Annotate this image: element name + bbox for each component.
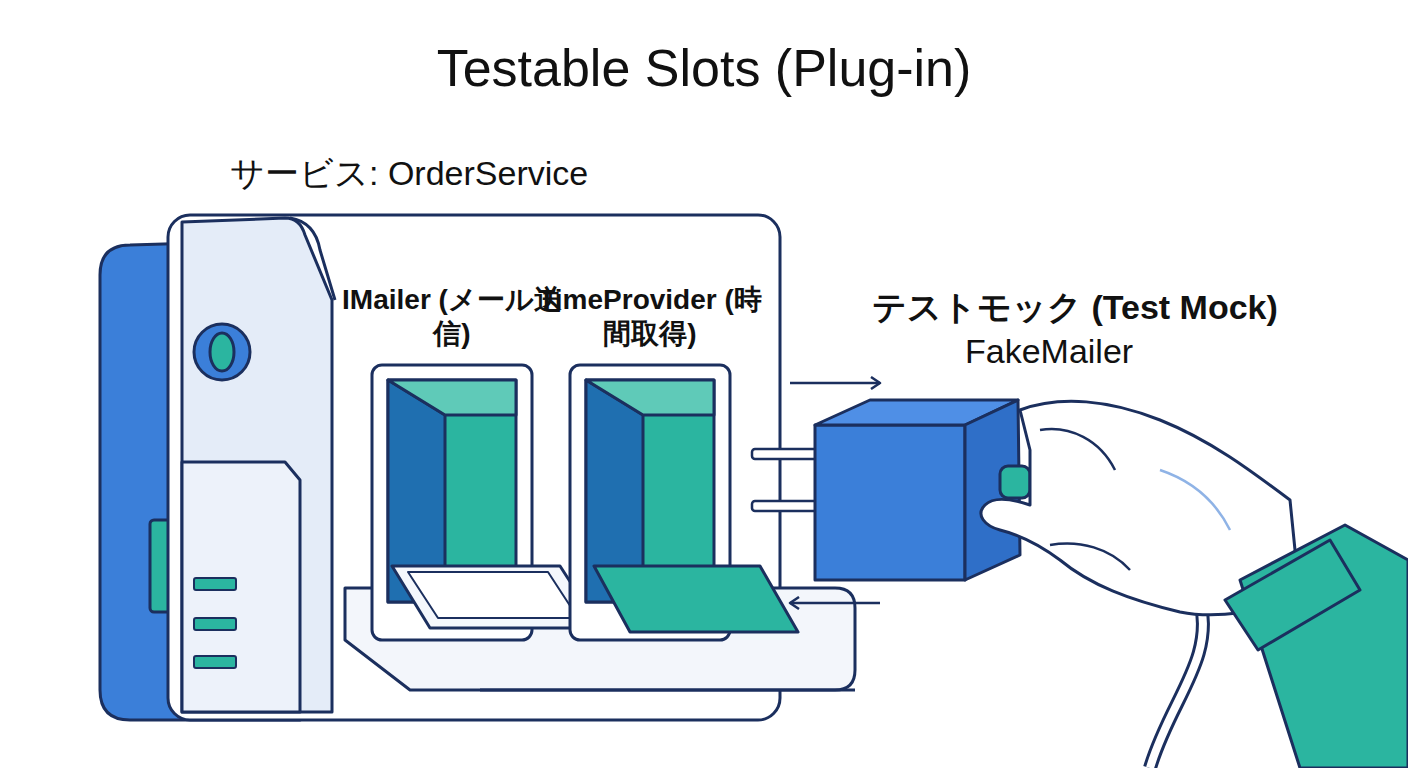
mock-name: FakeMailer [965, 331, 1133, 372]
slot-label: IMailer (メール送信) [340, 283, 564, 350]
base-line [480, 689, 855, 692]
vent-bar [194, 618, 236, 630]
plug-prong [752, 501, 818, 511]
hand-shade [1160, 470, 1230, 530]
flow-arrow [790, 602, 880, 605]
sleeve-cuff [1225, 540, 1360, 650]
slot-top [388, 380, 516, 415]
mock-heading: テストモック (Test Mock) [872, 287, 1278, 328]
slot-label: TimeProvider (時間取得) [528, 283, 772, 350]
lower-panel [182, 462, 300, 712]
device-button [194, 324, 250, 380]
panel-curve [290, 218, 335, 300]
button-lens [210, 333, 234, 371]
interface-slot: TimeProvider (時間取得) [570, 365, 730, 640]
time-card [594, 566, 798, 632]
mail-card-inner [408, 572, 578, 618]
service-heading: サービス: OrderService [230, 153, 588, 194]
side-panel [182, 218, 332, 712]
interface-slot: IMailer (メール送信) [372, 365, 532, 640]
mock-plug: テストモック (Test Mock)FakeMailer [880, 375, 1020, 615]
slot-top [586, 380, 714, 415]
finger-line [1050, 544, 1130, 570]
diagram-title: Testable Slots (Plug-in) [0, 38, 1408, 98]
cable-knob [1000, 466, 1030, 498]
plug-prong [752, 449, 818, 459]
vent-bar [194, 578, 236, 590]
service-device: サービス: OrderServiceIMailer (メール送信)TimePro… [100, 215, 790, 720]
vent-bar [194, 656, 236, 668]
cube-front [815, 425, 965, 580]
flow-arrow [790, 382, 880, 385]
finger-line [1040, 429, 1115, 470]
